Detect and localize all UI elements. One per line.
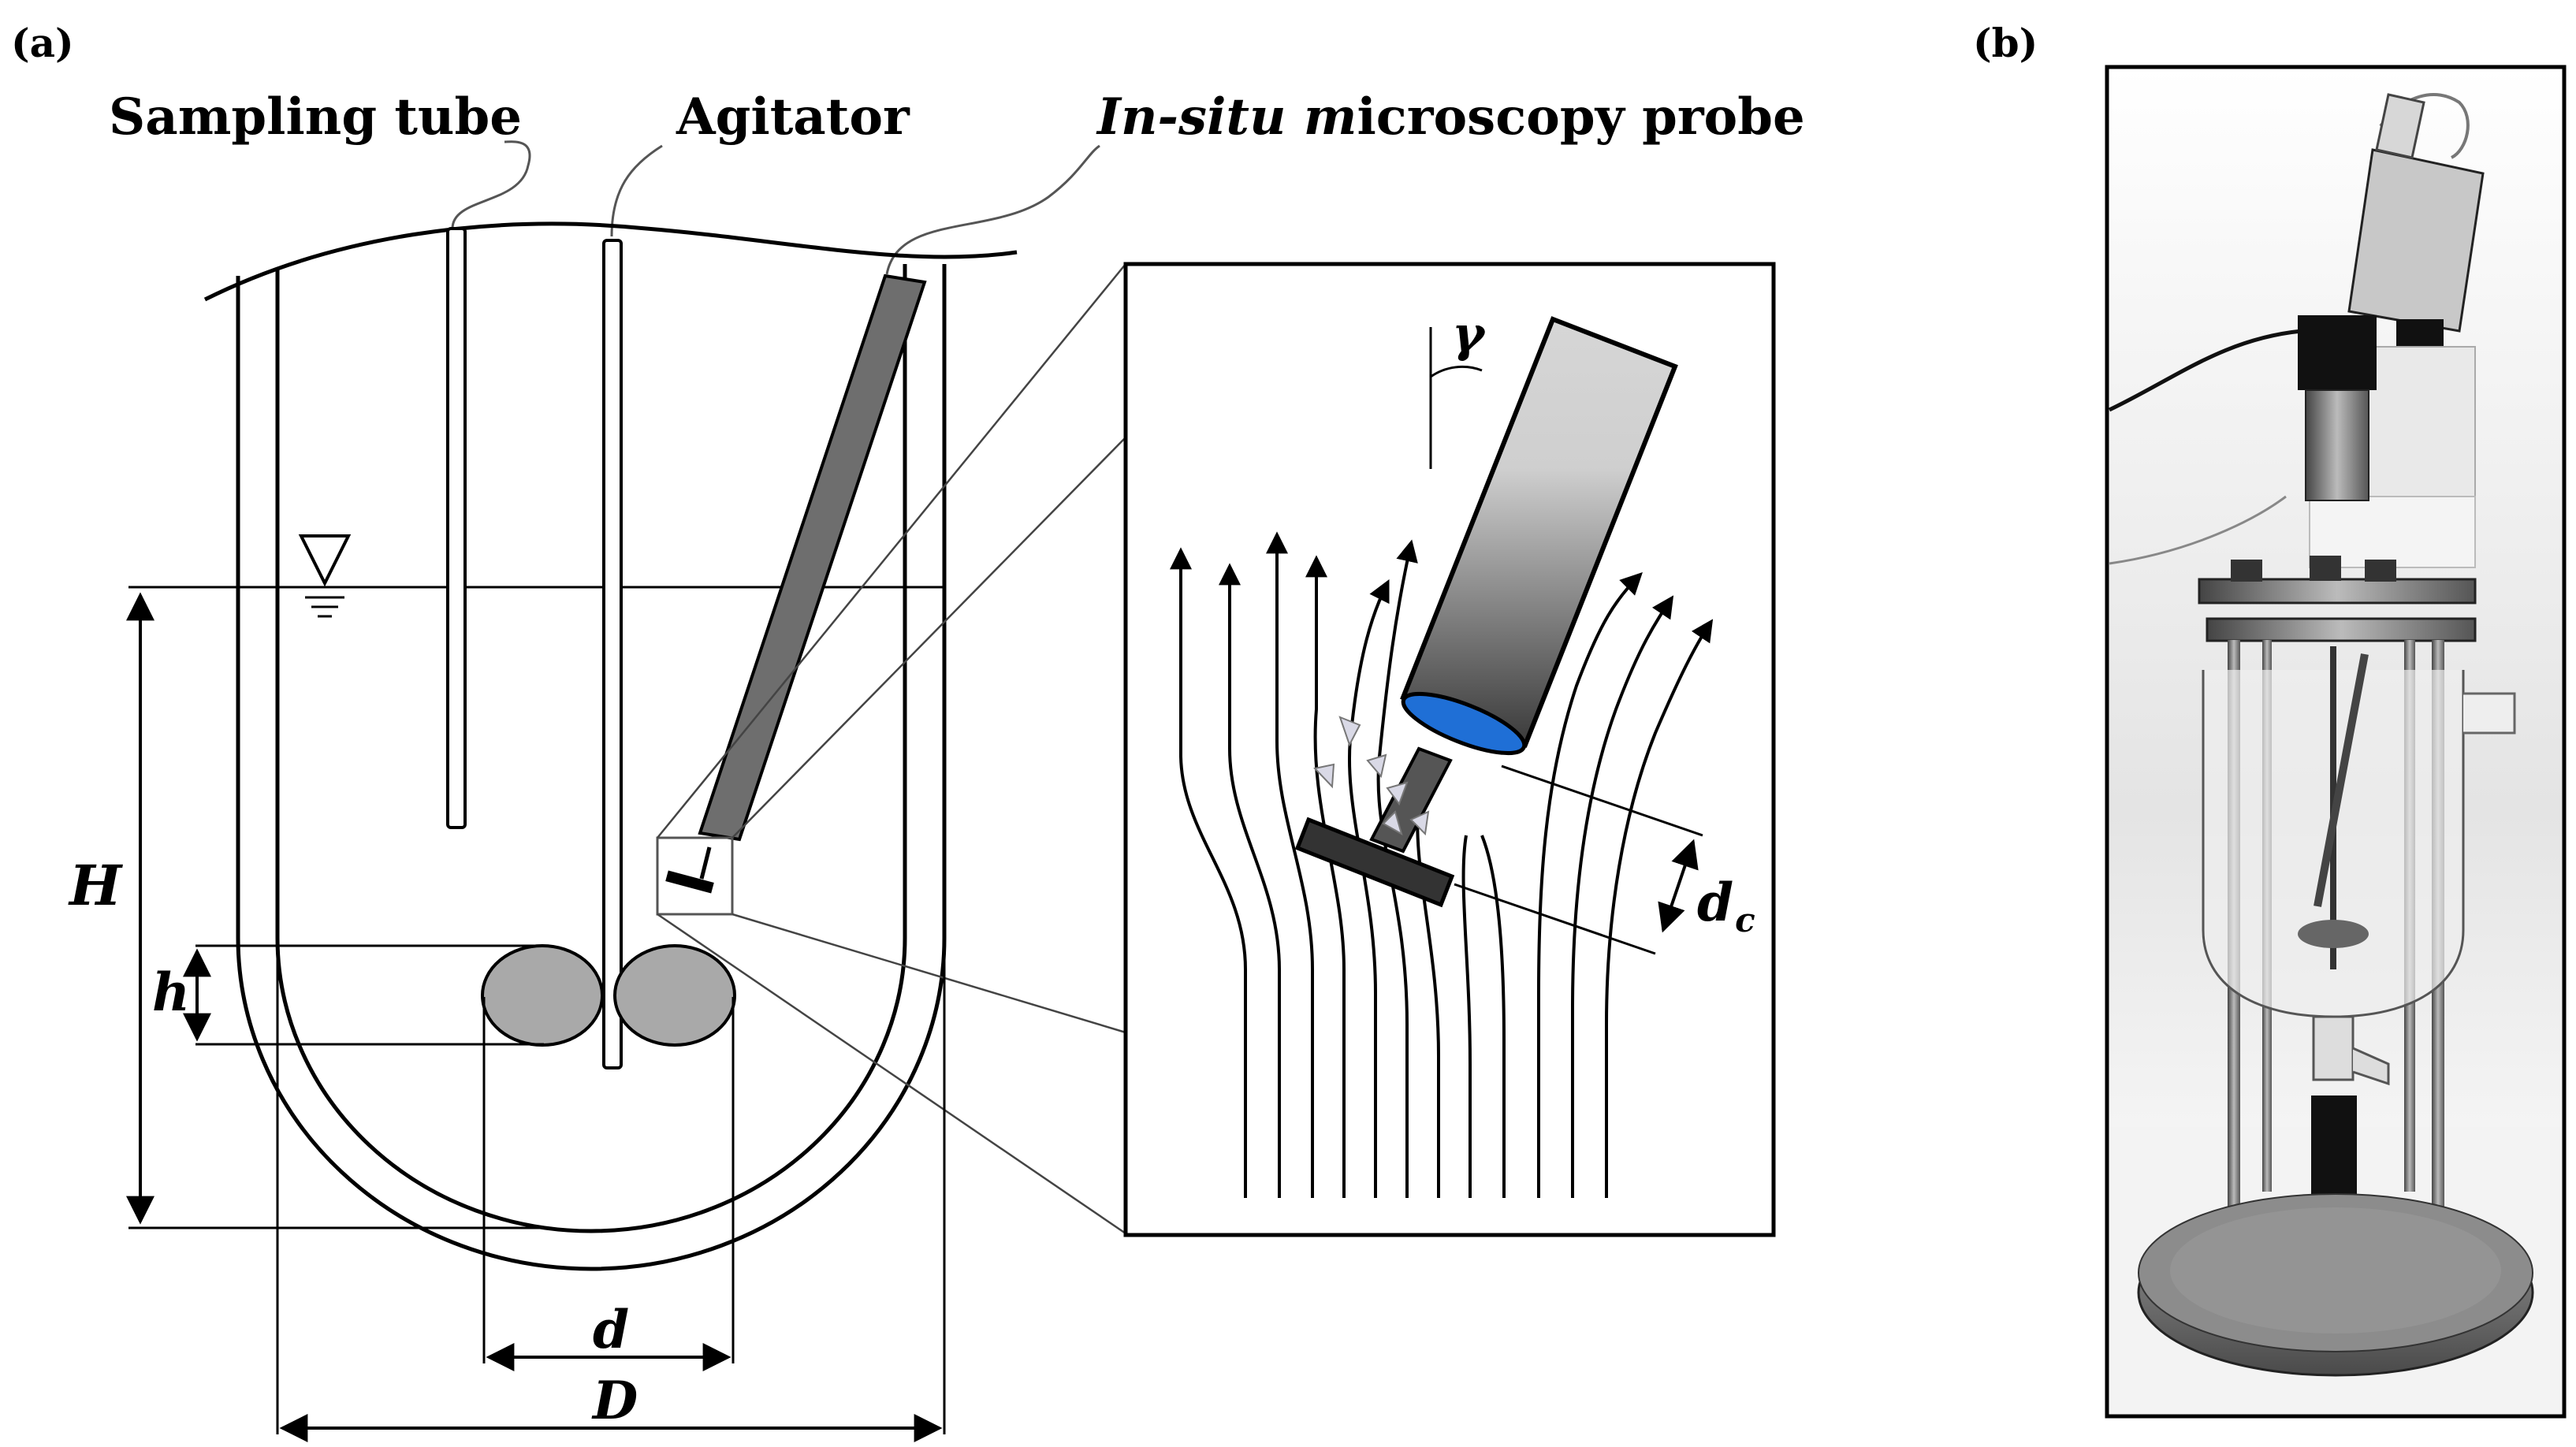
probe-label: In-situ microscopy probe bbox=[1096, 87, 1805, 147]
zoom-inset-frame bbox=[1123, 262, 1776, 1237]
probe-lens bbox=[1401, 691, 1527, 756]
gamma-label: γ bbox=[1452, 305, 1487, 363]
camera-head bbox=[2347, 148, 2485, 333]
sampling-tube bbox=[446, 227, 467, 829]
panel-b-label: (b) bbox=[1973, 20, 2038, 66]
lid-plate-bottom bbox=[2206, 617, 2477, 642]
free-surface-symbol bbox=[298, 534, 352, 587]
vessel-inner-wall bbox=[275, 264, 907, 1233]
agitator-leader bbox=[610, 144, 663, 237]
bottom-magnet bbox=[2311, 1095, 2357, 1198]
probe-plate bbox=[1294, 816, 1455, 908]
sampling-tube-label: Sampling tube bbox=[109, 87, 522, 147]
probe-label-italic: In-situ m bbox=[1096, 87, 1357, 147]
probe-tip bbox=[665, 870, 714, 894]
dimension-dc-arrow bbox=[1658, 839, 1699, 933]
lid-plate-top bbox=[2198, 578, 2477, 604]
dimension-dc-sub: c bbox=[1735, 901, 1755, 939]
dimension-d-label: d bbox=[593, 1299, 629, 1360]
cable-black bbox=[2108, 329, 2302, 412]
particles bbox=[1313, 716, 1430, 836]
sensor-block bbox=[2298, 315, 2377, 390]
impeller-blade-left bbox=[481, 944, 604, 1047]
vessel-top-edge bbox=[203, 221, 1018, 302]
zoom-inset: γ dc bbox=[1123, 262, 1776, 1237]
agitator-label: Agitator bbox=[676, 87, 910, 147]
panel-b: (b) bbox=[1973, 20, 2567, 1419]
dimension-dc-label: dc bbox=[1697, 872, 1755, 939]
dimension-h-label: h bbox=[152, 962, 190, 1023]
panel-a: (a) Sampling tube Agitator In-situ micro… bbox=[11, 20, 1805, 1442]
impeller-blade-right bbox=[613, 944, 736, 1047]
bioreactor-photo bbox=[2105, 65, 2567, 1419]
agitator-shaft bbox=[602, 239, 623, 1069]
gamma-arc bbox=[1430, 365, 1483, 378]
dimension-H-label: H bbox=[68, 853, 123, 918]
dimension-D-label: D bbox=[591, 1370, 638, 1431]
probe-label-rest: icroscopy probe bbox=[1357, 87, 1804, 147]
cable-white bbox=[2109, 495, 2287, 565]
dimension-dc-main: d bbox=[1697, 872, 1733, 933]
sampling-tube-leader bbox=[451, 140, 531, 229]
zoom-region-box bbox=[656, 836, 734, 916]
probe-leader bbox=[885, 144, 1100, 275]
panel-a-label: (a) bbox=[11, 20, 74, 66]
microscopy-probe bbox=[698, 273, 927, 842]
